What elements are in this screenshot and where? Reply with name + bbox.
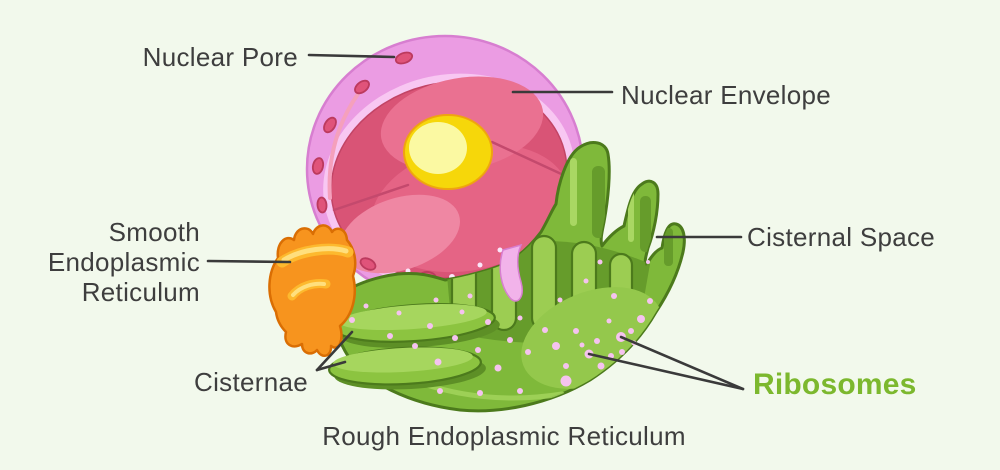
cut-face-seam-left bbox=[332, 183, 410, 212]
ribosome-dots bbox=[349, 259, 653, 396]
label-cisternae: Cisternae bbox=[194, 367, 308, 397]
envelope-drip bbox=[499, 243, 523, 302]
leader-smooth-er bbox=[206, 259, 292, 264]
nucleus bbox=[305, 34, 585, 304]
nucleoplasm-light-blob bbox=[339, 194, 461, 274]
leader-lines bbox=[206, 53, 745, 391]
cisternae-stack bbox=[327, 303, 500, 390]
label-nuclear-envelope: Nuclear Envelope bbox=[621, 80, 832, 110]
smooth-er-highlight-2-core bbox=[291, 281, 326, 297]
smooth-endoplasmic-reticulum bbox=[268, 224, 357, 358]
smooth-er-highlight-1-core bbox=[281, 246, 349, 263]
leader-ribosomes-2 bbox=[587, 352, 745, 391]
label-ribosomes: Ribosomes bbox=[753, 368, 917, 401]
leader-cisternae-2 bbox=[315, 360, 347, 372]
label-cisternal-space: Cisternal Space bbox=[747, 222, 936, 252]
leader-ribosomes-1 bbox=[619, 335, 745, 391]
label-rough-er: Rough Endoplasmic Reticulum bbox=[322, 421, 686, 451]
label-nuclear-pore: Nuclear Pore bbox=[142, 42, 298, 72]
cut-face-highlight bbox=[327, 92, 360, 200]
leader-nuclear-pore bbox=[307, 53, 396, 59]
leader-cisternae-1 bbox=[315, 330, 354, 372]
label-smooth-er: Smooth Endoplasmic Reticulum bbox=[47, 217, 200, 307]
nucleolus-core bbox=[409, 122, 467, 174]
finger-highlights bbox=[570, 158, 634, 242]
cut-face-seam-right bbox=[490, 140, 572, 180]
